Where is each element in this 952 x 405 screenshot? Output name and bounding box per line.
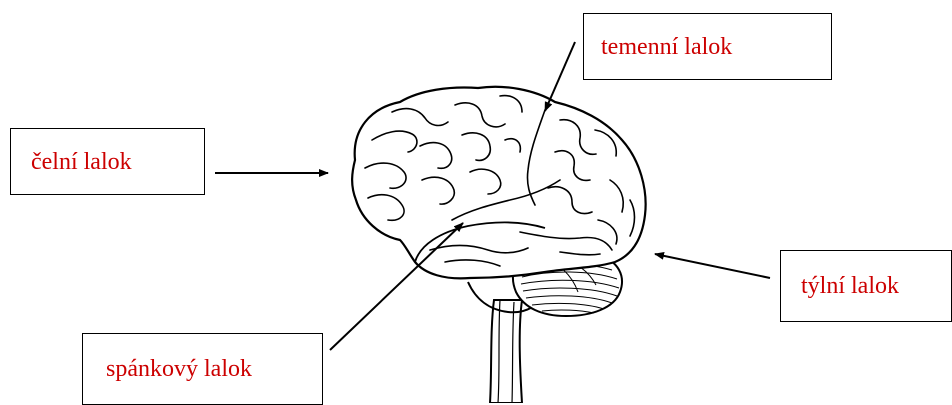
label-temporal-lobe: spánkový lalok [106,356,252,382]
brain-folds [364,94,636,267]
label-parietal-lobe: temenní lalok [601,33,733,60]
label-frontal-lobe: čelní lalok [31,148,132,175]
arrow-parietal [544,41,576,112]
label-box-parietal-lobe: temenní lalok [583,13,832,80]
arrow-occipital [654,251,771,279]
label-box-frontal-lobe: čelní lalok [10,128,205,195]
label-box-occipital-lobe: týlní lalok [780,250,952,322]
cerebrum [351,85,647,280]
arrow-temporal [329,222,464,351]
arrows [215,41,771,351]
label-occipital-lobe: týlní lalok [801,273,899,299]
label-box-temporal-lobe: spánkový lalok [82,333,323,405]
